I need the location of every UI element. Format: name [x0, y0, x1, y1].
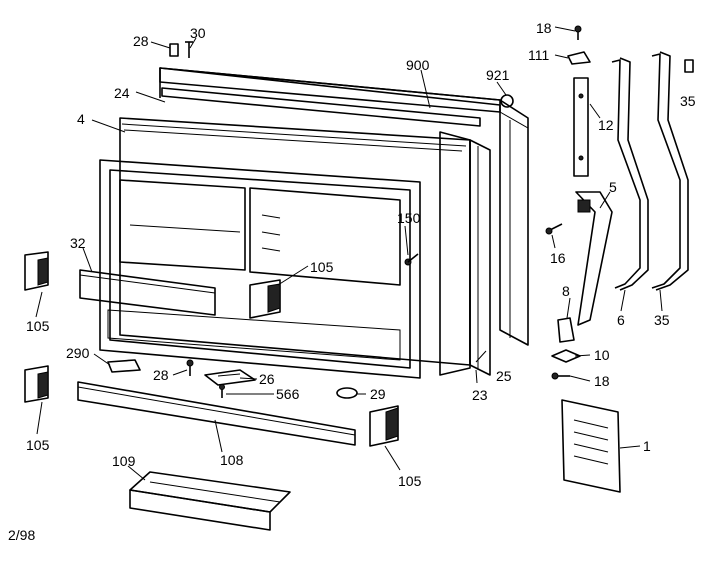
label-105-lower-left: 105	[26, 437, 50, 453]
label-5: 5	[609, 179, 617, 195]
cam-8	[557, 317, 575, 343]
shelf-rail-108	[77, 381, 356, 446]
bracket-5	[575, 191, 613, 326]
label-35-top: 35	[680, 93, 696, 109]
outer-case-900	[159, 67, 529, 346]
label-105-lower-center: 105	[398, 473, 422, 489]
date-code: 2/98	[8, 527, 35, 543]
callout-labels: 28 30 900 921 18 111 35 24 4 12 5 150 32…	[26, 20, 696, 489]
label-4: 4	[77, 111, 85, 127]
label-6: 6	[617, 312, 625, 328]
label-566: 566	[276, 386, 300, 402]
screw-30	[185, 41, 193, 58]
bracket-105-center	[249, 279, 281, 319]
clip-111	[567, 51, 591, 65]
cap-35-top	[684, 59, 694, 73]
label-10: 10	[594, 347, 610, 363]
cap-28-top	[169, 43, 179, 57]
seal-frame-23	[469, 139, 491, 376]
label-12: 12	[598, 117, 614, 133]
screw-18-lower	[551, 372, 570, 380]
bracket-105-lower-left	[24, 365, 49, 403]
label-105-upper-left: 105	[26, 318, 50, 334]
bracket-105-upper-left	[24, 251, 49, 291]
label-25: 25	[496, 368, 512, 384]
strap-12	[573, 77, 589, 177]
label-900: 900	[406, 57, 430, 73]
label-35-lower: 35	[654, 312, 670, 328]
label-18-lower: 18	[594, 373, 610, 389]
pan-109	[129, 471, 291, 531]
handle-strap-35	[651, 51, 689, 291]
label-26: 26	[259, 371, 275, 387]
label-28-top: 28	[133, 33, 149, 49]
inner-liner	[99, 159, 421, 379]
gasket-frame-4	[119, 117, 471, 366]
block-290	[107, 359, 141, 373]
screw-18-top	[574, 25, 582, 40]
screw-16	[545, 223, 563, 235]
breaker-strip-24	[161, 87, 481, 127]
label-150: 150	[397, 210, 421, 226]
label-921: 921	[486, 67, 510, 83]
leader-lines	[35, 26, 663, 481]
plate-26	[204, 369, 256, 386]
screw-566	[219, 384, 225, 398]
shelf-front-32	[79, 269, 216, 316]
label-23: 23	[472, 387, 488, 403]
handle-strap-6	[611, 57, 649, 291]
label-8: 8	[562, 283, 570, 299]
screw-28-center	[186, 359, 194, 376]
grommet-29	[336, 387, 358, 399]
label-1: 1	[643, 438, 651, 454]
label-290: 290	[66, 345, 90, 361]
screw-150	[404, 253, 419, 266]
label-109: 109	[112, 453, 136, 469]
label-30: 30	[190, 25, 206, 41]
label-28-center: 28	[153, 367, 169, 383]
label-16: 16	[550, 250, 566, 266]
label-18-top: 18	[536, 20, 552, 36]
bracket-105-lower-center	[369, 405, 399, 447]
label-29: 29	[370, 386, 386, 402]
label-108: 108	[220, 452, 244, 468]
seal-frame-25	[439, 131, 471, 376]
owners-manual-1	[561, 399, 621, 493]
label-32: 32	[70, 235, 86, 251]
label-105-center: 105	[310, 259, 334, 275]
label-24: 24	[114, 85, 130, 101]
label-111: 111	[528, 47, 549, 63]
